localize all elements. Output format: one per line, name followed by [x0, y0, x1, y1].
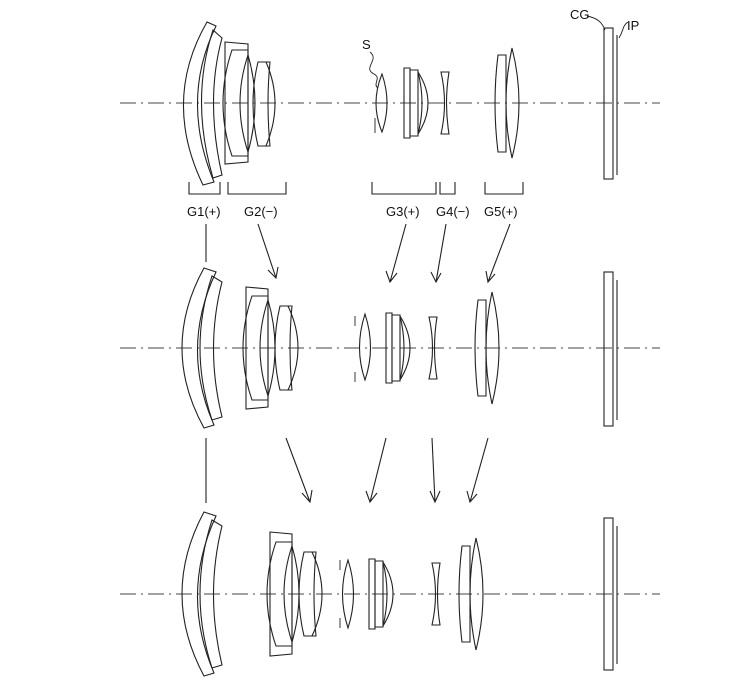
lens-group-g2-middle — [242, 286, 299, 410]
cg-leader — [586, 15, 606, 31]
label-ip: IP — [627, 18, 639, 33]
lens-group-g2-top — [222, 41, 276, 165]
lens-group-g1-bottom — [181, 511, 223, 677]
lens-group-g3-middle — [359, 312, 411, 384]
lens-group-g4-bottom — [431, 562, 441, 626]
row-middle — [120, 267, 660, 429]
lens-group-g4-top — [440, 71, 450, 135]
group-brackets — [188, 182, 524, 195]
group-labels: G1(+) G2(−) G3(+) G4(−) G5(+) — [187, 204, 518, 219]
movement-arrows-upper — [205, 223, 511, 284]
row-tele — [120, 511, 660, 677]
movement-arrows-lower — [205, 437, 489, 504]
lens-group-g3-bottom — [342, 558, 394, 630]
lens-group-g5-top — [494, 47, 520, 159]
cover-glass-middle — [603, 271, 614, 427]
lens-group-g3-top — [375, 67, 429, 139]
lens-group-g4-middle — [428, 316, 438, 380]
label-g3: G3(+) — [386, 204, 420, 219]
ip-leader — [618, 21, 629, 39]
cover-glass-bottom — [603, 517, 614, 671]
label-stop: S — [362, 37, 371, 52]
row-wide: CG IP S — [120, 7, 660, 186]
label-g5: G5(+) — [484, 204, 518, 219]
label-g2: G2(−) — [244, 204, 278, 219]
label-cg: CG — [570, 7, 590, 22]
lens-group-g1-middle — [181, 267, 223, 429]
label-g4: G4(−) — [436, 204, 470, 219]
stop-leader-top — [369, 51, 379, 89]
cover-glass-top — [603, 27, 614, 180]
lens-group-g2-bottom — [266, 531, 323, 657]
lens-group-g5-middle — [474, 291, 500, 405]
lens-group-g1-top — [182, 21, 223, 186]
lens-group-g5-bottom — [458, 537, 484, 651]
label-g1: G1(+) — [187, 204, 221, 219]
